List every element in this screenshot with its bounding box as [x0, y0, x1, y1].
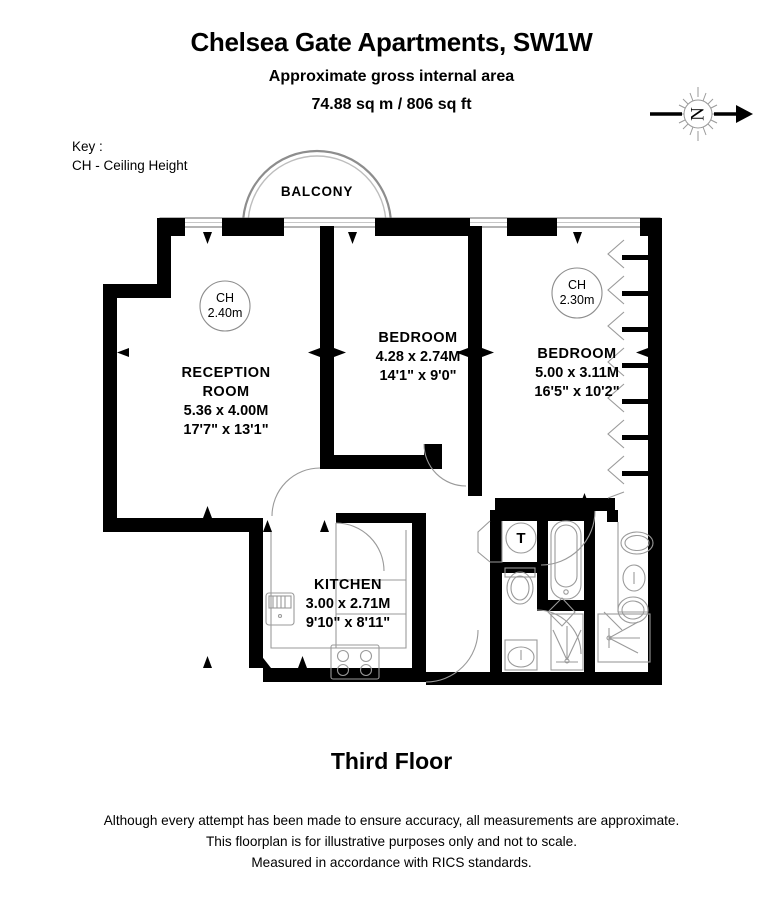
wall-bed1-bottom [320, 455, 424, 469]
page-title: Chelsea Gate Apartments, SW1W [190, 27, 593, 57]
ceiling-height-reception: CH 2.40m [199, 280, 251, 332]
wall-right-exterior [648, 218, 662, 680]
wall-bath-div-5 [584, 510, 595, 611]
fixtures [265, 239, 654, 683]
wall-pier-t3 [507, 218, 557, 236]
reception-name-line2: ROOM [202, 384, 249, 400]
ceiling-height-bedroom2: CH 2.30m [551, 267, 603, 319]
bay-mullion-7 [622, 471, 648, 476]
wall-pier-t1 [222, 218, 284, 236]
balcony-outer-arc [241, 149, 393, 226]
bedroom2-metric: 5.00 x 3.11M [535, 365, 619, 381]
kitchen-imperial: 9'10" x 8'11" [306, 615, 390, 631]
dimension-arrows [117, 232, 648, 668]
disclaimer-line-2: This floorplan is for illustrative purpo… [206, 834, 577, 850]
bay-mullion-2 [622, 291, 648, 296]
wall-kitchen-right [412, 513, 426, 682]
disclaimer: Although every attempt has been made to … [0, 810, 783, 873]
kitchen-worktop [270, 523, 407, 649]
disclaimer-line-3: Measured in accordance with RICS standar… [251, 855, 532, 871]
shower-icon-2 [597, 613, 651, 663]
ch-value-bedroom2: 2.30m [560, 293, 595, 307]
bay-mullion-4 [622, 363, 648, 368]
wc-icon-1 [504, 567, 536, 605]
wall-bath-bottom [502, 672, 662, 685]
compass-north-letter: N [688, 107, 709, 121]
bedroom1-imperial: 14'1" x 9'0" [379, 368, 456, 384]
reception-metric: 5.36 x 4.00M [184, 403, 269, 419]
wall-bath-jamb [607, 510, 618, 522]
bidet-icon [622, 564, 646, 592]
room-label-bedroom-1: BEDROOM 4.28 x 2.74M 14'1" x 9'0" [376, 330, 461, 384]
wall-reception-step [103, 284, 171, 298]
wc-icon-2 [620, 531, 654, 555]
reception-imperial: 17'7" x 13'1" [183, 422, 268, 438]
page-header: Chelsea Gate Apartments, SW1W Approximat… [0, 0, 783, 114]
bedroom2-name: BEDROOM [537, 346, 616, 362]
balcony: BALCONY [241, 149, 393, 226]
disclaimer-line-1: Although every attempt has been made to … [103, 813, 680, 828]
compass-rose: N [650, 87, 753, 141]
bedroom1-name: BEDROOM [378, 330, 457, 346]
floor-plan: BALCONY [103, 149, 662, 685]
ch-label-bedroom2: CH [568, 278, 586, 292]
room-label-bedroom-2: BEDROOM 5.00 x 3.11M 16'5" x 10'2" [534, 346, 619, 400]
bedroom1-metric: 4.28 x 2.74M [376, 349, 461, 365]
wall-reception-left [103, 284, 117, 532]
door-swings [271, 443, 596, 683]
balcony-inner-arc [247, 155, 387, 226]
wall-hall-left [490, 510, 502, 685]
wall-reception-upper-left [157, 218, 171, 290]
ensuite-fixtures [603, 522, 654, 631]
key-legend: Key : CH - Ceiling Height [72, 139, 188, 174]
ch-bubble-bedroom2 [551, 267, 603, 319]
tank-cupboard [477, 520, 537, 563]
kitchen-hob-icon [330, 644, 380, 680]
kitchen-sink-icon [265, 592, 295, 626]
wall-bath-div-1 [537, 510, 548, 568]
bay-mullion-5 [622, 399, 648, 404]
area-value: 74.88 sq m / 806 sq ft [311, 96, 472, 114]
ch-value-reception: 2.40m [208, 306, 243, 320]
bay-window-glazing [607, 239, 625, 499]
area-subtitle: Approximate gross internal area [268, 67, 515, 85]
kitchen-name: KITCHEN [314, 577, 382, 593]
bay-mullion-6 [622, 435, 648, 440]
room-label-kitchen: KITCHEN 3.00 x 2.71M 9'10" x 8'11" [306, 577, 391, 631]
room-label-reception-room: RECEPTION ROOM 5.36 x 4.00M 17'7" x 13'1… [181, 365, 270, 438]
kitchen-metric: 3.00 x 2.71M [306, 596, 391, 612]
wall-pier-t2 [375, 218, 470, 236]
wall-bed1-jamb [424, 444, 442, 469]
wall-reception-bottom [103, 518, 263, 532]
ch-label-reception: CH [216, 291, 234, 305]
wall-kitchen-left [249, 518, 263, 668]
compass-circle [683, 99, 713, 129]
wall-kitchen-chamfer [249, 640, 271, 668]
balcony-label: BALCONY [281, 184, 353, 199]
shower-icon-1 [550, 613, 584, 671]
wall-partition-reception-bed1 [320, 226, 334, 468]
basin-icon-2 [617, 596, 649, 624]
floor-label: Third Floor [330, 748, 453, 774]
bay-mullion-1 [622, 255, 648, 260]
bedroom2-imperial: 16'5" x 10'2" [534, 384, 619, 400]
wall-kitchen-top-right [336, 513, 426, 523]
wall-bath-div-3 [537, 562, 548, 610]
wall-bath-div-4 [537, 600, 595, 611]
wall-partition-bed1-bed2 [468, 226, 482, 496]
ch-bubble-reception [199, 280, 251, 332]
wall-hall-bottom-left [426, 672, 502, 685]
bathtub-icon [550, 520, 582, 600]
room-labels: CH 2.40m CH 2.30m RECEPTION ROOM 5.36 x … [181, 267, 620, 631]
wall-bath-div-6 [584, 600, 595, 672]
bay-mullion-3 [622, 327, 648, 332]
basin-icon-1 [504, 639, 538, 671]
tank-label: T [516, 530, 525, 547]
reception-name-line1: RECEPTION [181, 365, 270, 381]
compass-arrow-head [736, 105, 753, 123]
